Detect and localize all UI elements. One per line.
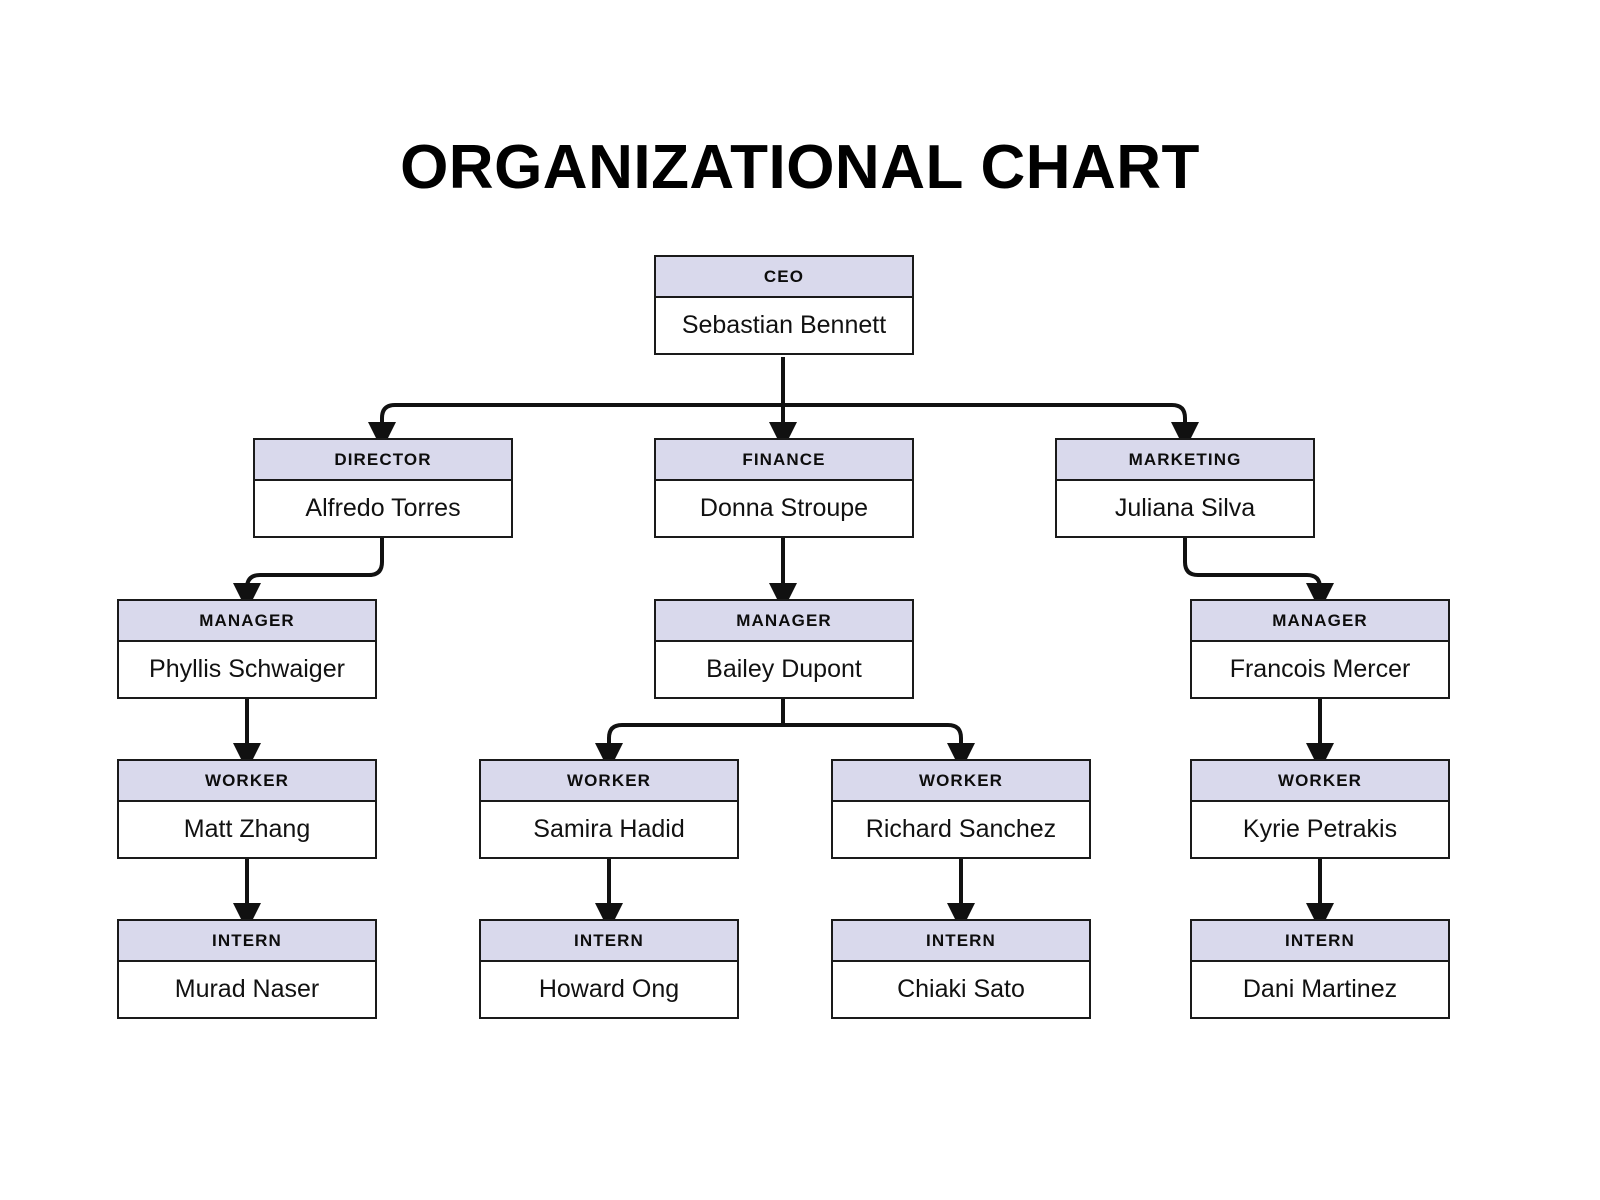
node-role-label: DIRECTOR: [255, 440, 511, 481]
node-role-label: MANAGER: [656, 601, 912, 642]
node-role-label: INTERN: [1192, 921, 1448, 962]
node-role-label: CEO: [656, 257, 912, 298]
node-director[interactable]: DIRECTOR Alfredo Torres: [253, 438, 513, 538]
node-name-label: Dani Martinez: [1192, 962, 1448, 1017]
node-marketing[interactable]: MARKETING Juliana Silva: [1055, 438, 1315, 538]
node-name-label: Matt Zhang: [119, 802, 375, 857]
node-role-label: INTERN: [119, 921, 375, 962]
node-manager-1[interactable]: MANAGER Phyllis Schwaiger: [117, 599, 377, 699]
node-role-label: WORKER: [481, 761, 737, 802]
edge-director-manager1: [233, 536, 384, 611]
node-intern-1[interactable]: INTERN Murad Naser: [117, 919, 377, 1019]
node-role-label: FINANCE: [656, 440, 912, 481]
page-title: ORGANIZATIONAL CHART: [400, 133, 1200, 202]
node-name-label: Phyllis Schwaiger: [119, 642, 375, 697]
node-name-label: Juliana Silva: [1057, 481, 1313, 536]
node-role-label: MANAGER: [119, 601, 375, 642]
node-role-label: WORKER: [833, 761, 1089, 802]
node-worker-4[interactable]: WORKER Kyrie Petrakis: [1190, 759, 1450, 859]
node-role-label: WORKER: [1192, 761, 1448, 802]
node-name-label: Richard Sanchez: [833, 802, 1089, 857]
node-role-label: INTERN: [833, 921, 1089, 962]
node-worker-3[interactable]: WORKER Richard Sanchez: [831, 759, 1091, 859]
node-name-label: Murad Naser: [119, 962, 375, 1017]
node-name-label: Alfredo Torres: [255, 481, 511, 536]
node-name-label: Samira Hadid: [481, 802, 737, 857]
node-worker-1[interactable]: WORKER Matt Zhang: [117, 759, 377, 859]
edge-marketing-manager3: [1183, 536, 1334, 611]
node-finance[interactable]: FINANCE Donna Stroupe: [654, 438, 914, 538]
edge-manager2-worker2: [595, 723, 623, 771]
node-role-label: WORKER: [119, 761, 375, 802]
node-name-label: Chiaki Sato: [833, 962, 1089, 1017]
node-manager-3[interactable]: MANAGER Francois Mercer: [1190, 599, 1450, 699]
node-manager-2[interactable]: MANAGER Bailey Dupont: [654, 599, 914, 699]
node-role-label: INTERN: [481, 921, 737, 962]
node-intern-3[interactable]: INTERN Chiaki Sato: [831, 919, 1091, 1019]
node-name-label: Kyrie Petrakis: [1192, 802, 1448, 857]
node-name-label: Sebastian Bennett: [656, 298, 912, 353]
node-role-label: MARKETING: [1057, 440, 1313, 481]
node-worker-2[interactable]: WORKER Samira Hadid: [479, 759, 739, 859]
node-intern-2[interactable]: INTERN Howard Ong: [479, 919, 739, 1019]
node-intern-4[interactable]: INTERN Dani Martinez: [1190, 919, 1450, 1019]
node-name-label: Donna Stroupe: [656, 481, 912, 536]
edge-manager2-worker3: [947, 723, 975, 771]
node-name-label: Francois Mercer: [1192, 642, 1448, 697]
node-name-label: Howard Ong: [481, 962, 737, 1017]
edge-ceo-marketing: [1171, 403, 1199, 450]
node-name-label: Bailey Dupont: [656, 642, 912, 697]
node-role-label: MANAGER: [1192, 601, 1448, 642]
edge-ceo-director: [368, 403, 396, 450]
node-ceo[interactable]: CEO Sebastian Bennett: [654, 255, 914, 355]
